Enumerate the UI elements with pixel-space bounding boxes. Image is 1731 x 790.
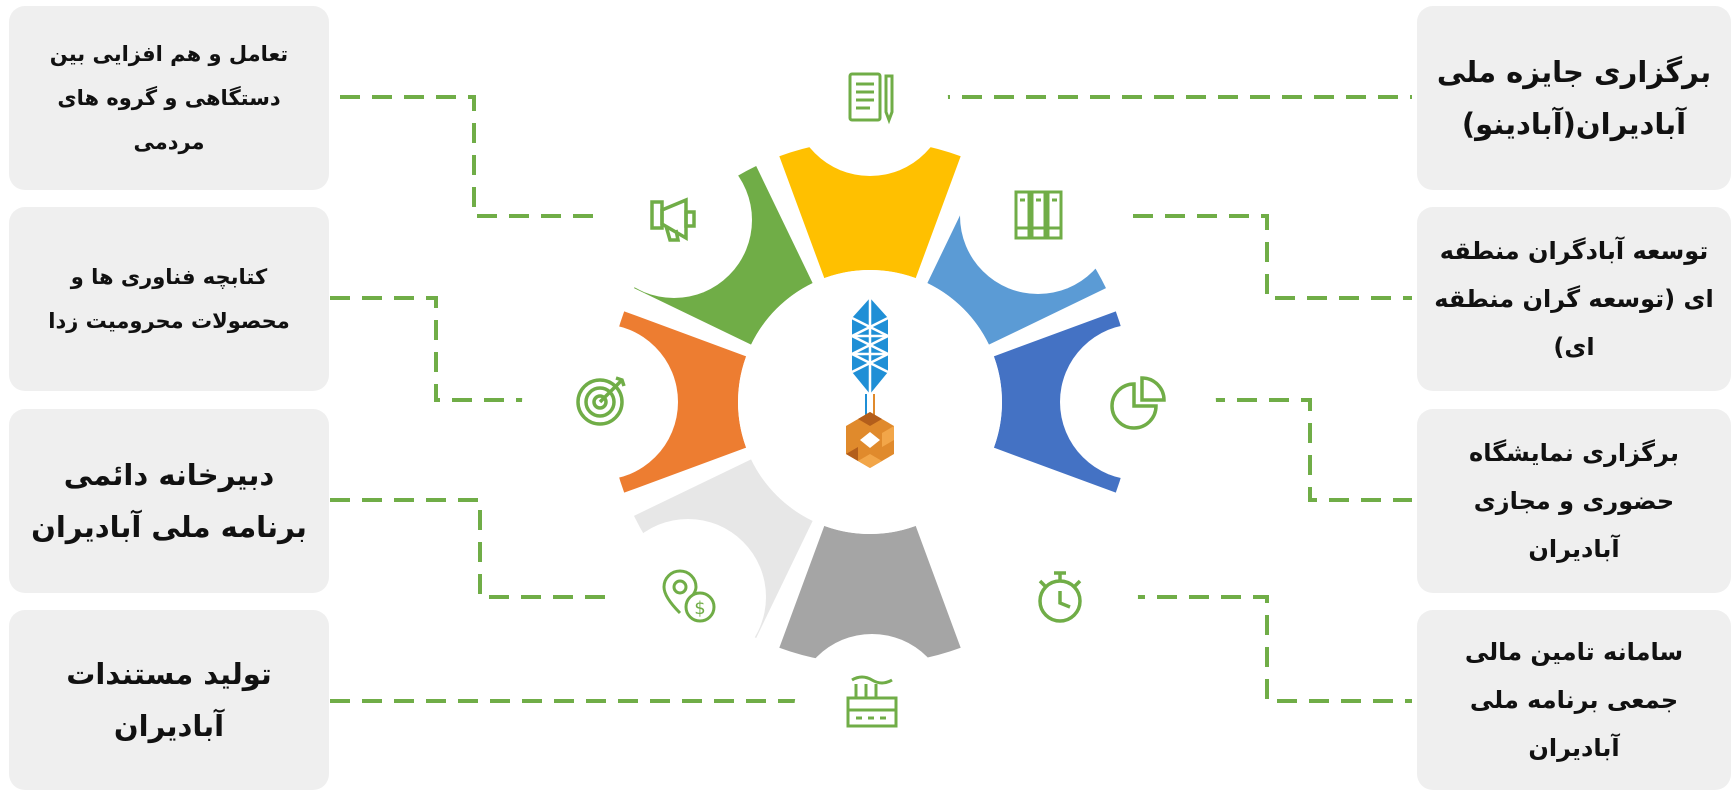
- box-crowdfunding-text: سامانه تامین مالی جمعی برنامه ملی آبادیر…: [1464, 638, 1684, 762]
- box-interaction: تعامل و هم افزایی بین دستگاهی و گروه های…: [9, 6, 329, 190]
- segment-yellow: [779, 140, 961, 279]
- icon-notch: [596, 142, 752, 298]
- svg-text:$: $: [694, 598, 705, 619]
- hexagon-mark: [846, 412, 894, 468]
- box-tech-booklet: کتابچه فناوری ها و محصولات محرومیت زدا: [9, 207, 329, 391]
- box-tech-booklet-text: کتابچه فناوری ها و محصولات محرومیت زدا: [48, 265, 290, 333]
- connectors: [330, 95, 1412, 703]
- wheat-mark: [851, 298, 889, 450]
- center-circle: [738, 270, 1002, 534]
- connector-secretariat: [330, 498, 628, 599]
- connector-tech-booklet: [330, 296, 545, 402]
- connector-interaction: [340, 95, 625, 218]
- icon-notch: [610, 519, 766, 675]
- icon-notch: [960, 138, 1116, 294]
- stopwatch-icon: [1038, 571, 1082, 623]
- box-national-award: برگزاری جایزه ملی آبادیران(آبادینو): [1417, 6, 1731, 190]
- factory-icon: [846, 675, 898, 728]
- pie-chart-icon: [1110, 376, 1166, 430]
- box-regional-developers-text: توسعه آبادگران منطقه ای (توسعه گران منطق…: [1434, 237, 1714, 361]
- box-interaction-text: تعامل و هم افزایی بین دستگاهی و گروه های…: [49, 42, 289, 154]
- box-regional-developers: توسعه آبادگران منطقه ای (توسعه گران منطق…: [1417, 207, 1731, 391]
- box-documentaries: تولید مستندات آبادیران: [9, 610, 329, 790]
- wheat-hexagon-logo: [846, 298, 894, 468]
- document-pen-icon: [848, 72, 894, 125]
- megaphone-icon: [650, 197, 696, 242]
- icon-notch: [792, 20, 948, 176]
- box-exhibition-text: برگزاری نمایشگاه حضوری و مجازی آبادیران: [1469, 439, 1679, 563]
- box-crowdfunding: سامانه تامین مالی جمعی برنامه ملی آبادیر…: [1417, 610, 1731, 790]
- target-icon: [576, 376, 626, 426]
- location-dollar-icon: $: [662, 569, 716, 623]
- connector-crowdfunding: [1125, 595, 1412, 703]
- wheel-icons: $: [576, 72, 1166, 728]
- box-documentaries-text: تولید مستندات آبادیران: [66, 657, 272, 743]
- binders-icon: [1014, 190, 1063, 240]
- connector-regional-developers: [1133, 214, 1412, 300]
- box-secretariat-text: دبیرخانه دائمی برنامه ملی آبادیران: [31, 458, 307, 544]
- box-exhibition: برگزاری نمایشگاه حضوری و مجازی آبادیران: [1417, 409, 1731, 593]
- box-national-award-text: برگزاری جایزه ملی آبادیران(آبادینو): [1436, 55, 1712, 141]
- segment-gray: [779, 525, 961, 664]
- wheel-segments: [522, 20, 1216, 790]
- icon-notch: [794, 634, 950, 790]
- icon-notch: [1060, 324, 1216, 480]
- box-secretariat: دبیرخانه دائمی برنامه ملی آبادیران: [9, 409, 329, 593]
- connector-exhibition: [1205, 398, 1412, 502]
